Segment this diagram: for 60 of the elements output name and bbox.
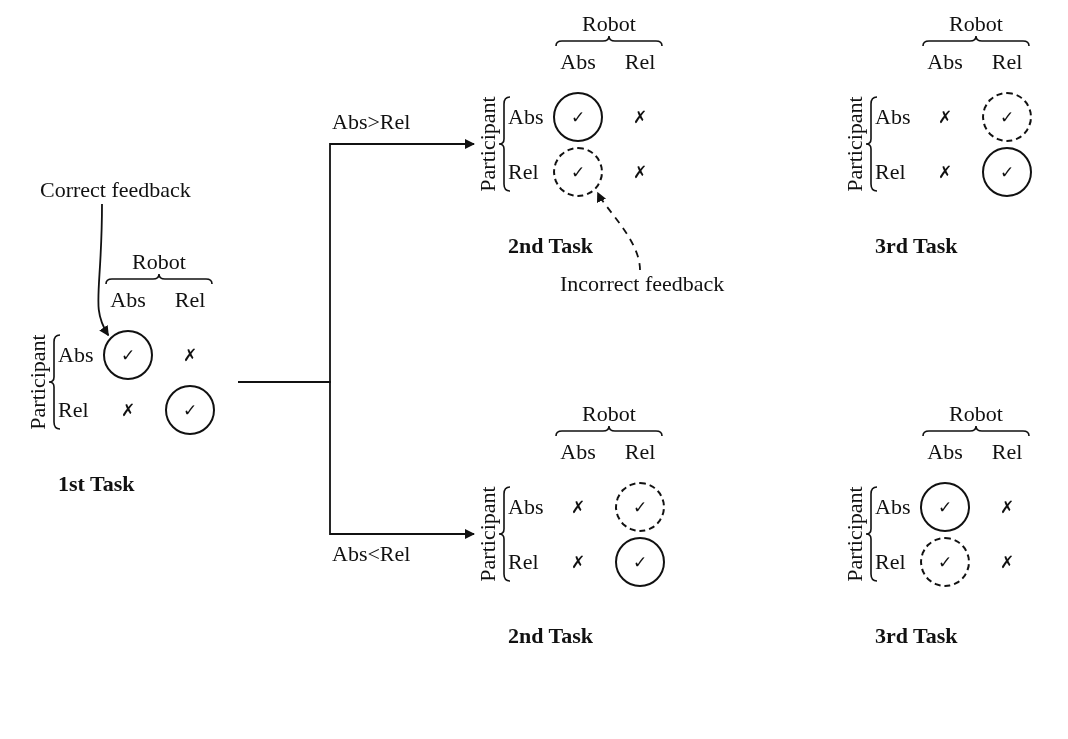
- circled-mark: ✓: [920, 482, 970, 532]
- circled-mark: ✓: [615, 537, 665, 587]
- task-caption: 1st Task: [58, 472, 135, 496]
- task-caption: 3rd Task: [875, 624, 958, 648]
- column-label: Abs: [560, 440, 596, 464]
- row-label: Rel: [875, 160, 906, 184]
- circled-mark: ✓: [982, 147, 1032, 197]
- column-header: Robot: [132, 250, 186, 274]
- column-label: Rel: [624, 50, 656, 74]
- row-label: Abs: [58, 343, 94, 367]
- column-label: Abs: [110, 288, 146, 312]
- row-label: Rel: [508, 550, 539, 574]
- task-caption: 2nd Task: [508, 624, 594, 648]
- arrow: [596, 191, 641, 271]
- column-header: Robot: [582, 12, 636, 36]
- column-label: Rel: [991, 440, 1023, 464]
- circled-mark: ✓: [553, 92, 603, 142]
- row-header: Participant: [476, 486, 500, 582]
- column-label: Rel: [174, 288, 206, 312]
- circled-mark: ✓: [920, 537, 970, 587]
- row-header: Participant: [843, 96, 867, 192]
- row-label: Rel: [508, 160, 539, 184]
- row-label: Abs: [508, 105, 544, 129]
- arrow: [97, 203, 110, 337]
- callout-text: Incorrect feedback: [560, 272, 725, 296]
- arrow: [237, 381, 475, 539]
- mark: ✗: [615, 147, 665, 197]
- task-caption: 2nd Task: [508, 234, 594, 258]
- row-header: Participant: [476, 96, 500, 192]
- column-label: Rel: [624, 440, 656, 464]
- row-label: Abs: [875, 495, 911, 519]
- column-label: Rel: [991, 50, 1023, 74]
- column-header: Robot: [582, 402, 636, 426]
- row-header: Participant: [843, 486, 867, 582]
- circled-mark: ✓: [165, 385, 215, 435]
- mark: ✗: [615, 92, 665, 142]
- callout-text: Correct feedback: [40, 178, 191, 202]
- mark: ✗: [103, 385, 153, 435]
- column-header: Robot: [949, 402, 1003, 426]
- mark: ✗: [165, 330, 215, 380]
- row-label: Abs: [508, 495, 544, 519]
- mark: ✗: [920, 147, 970, 197]
- circled-mark: ✓: [103, 330, 153, 380]
- circled-mark: ✓: [982, 92, 1032, 142]
- circled-mark: ✓: [553, 147, 603, 197]
- column-header: Robot: [949, 12, 1003, 36]
- mark: ✗: [920, 92, 970, 142]
- mark: ✗: [982, 537, 1032, 587]
- mark: ✗: [553, 537, 603, 587]
- column-label: Abs: [560, 50, 596, 74]
- mark: ✗: [553, 482, 603, 532]
- circled-mark: ✓: [615, 482, 665, 532]
- column-label: Abs: [927, 440, 963, 464]
- row-label: Rel: [58, 398, 89, 422]
- mark: ✗: [982, 482, 1032, 532]
- row-header: Participant: [26, 334, 50, 430]
- row-label: Rel: [875, 550, 906, 574]
- row-label: Abs: [875, 105, 911, 129]
- column-label: Abs: [927, 50, 963, 74]
- task-caption: 3rd Task: [875, 234, 958, 258]
